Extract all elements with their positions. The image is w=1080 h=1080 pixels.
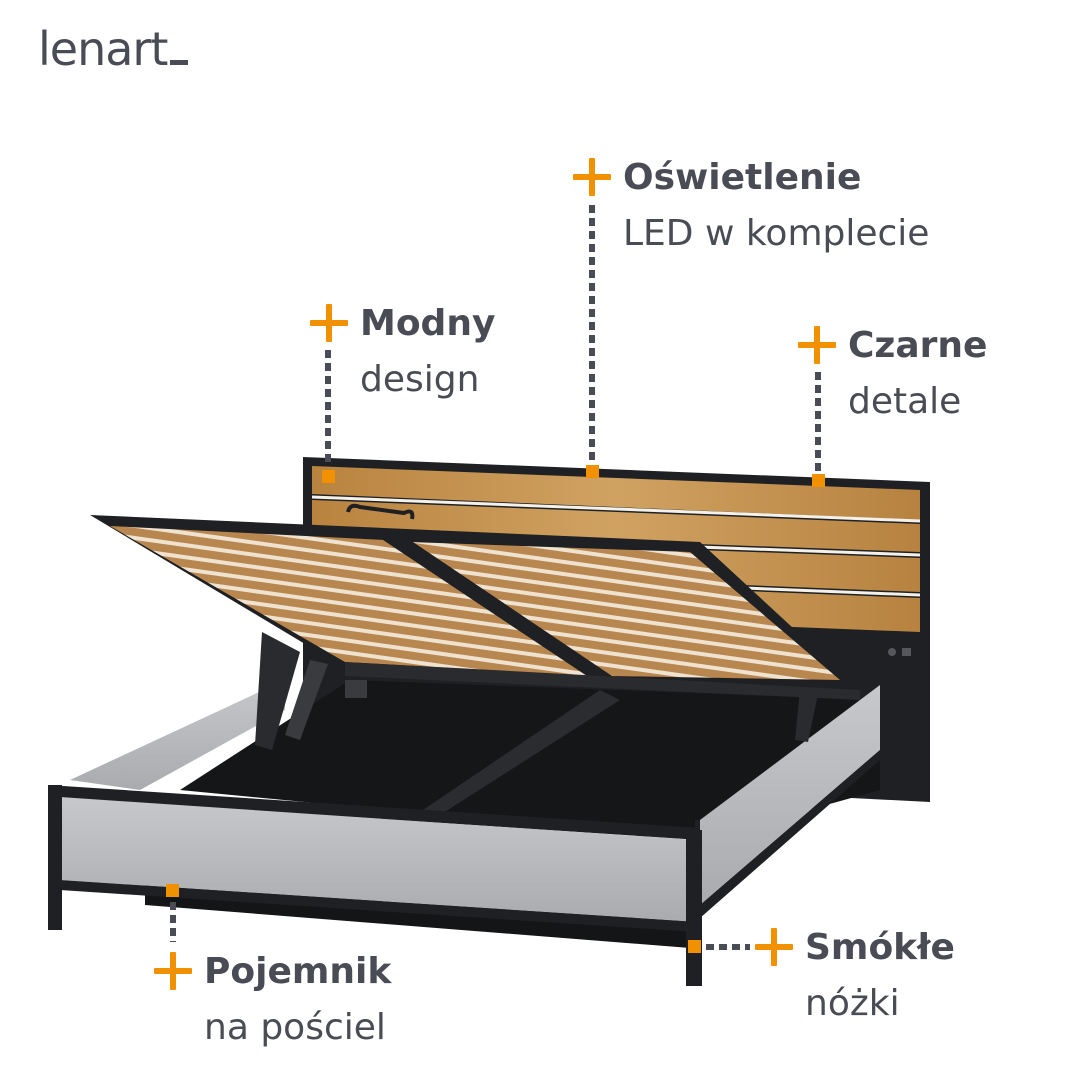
plus-icon xyxy=(573,158,611,196)
callout-line-black-details xyxy=(815,372,821,472)
feature-title: Czarne xyxy=(848,325,988,366)
feature-subtitle: design xyxy=(360,359,480,400)
callout-marker-design xyxy=(322,470,335,483)
oak-slat xyxy=(312,466,920,520)
feature-subtitle: detale xyxy=(848,381,962,422)
callout-line-design xyxy=(325,350,331,462)
plus-icon xyxy=(798,326,836,364)
plus-icon xyxy=(755,928,793,966)
leg xyxy=(48,785,62,930)
plus-icon xyxy=(154,952,192,990)
usb-port-icon xyxy=(902,648,911,656)
lifted-slatted-base xyxy=(90,515,860,750)
handle-icon xyxy=(346,503,415,520)
callout-marker-legs xyxy=(688,940,701,953)
front-rail xyxy=(48,785,700,932)
callout-line-legs xyxy=(706,944,750,950)
callout-marker-lighting xyxy=(586,465,599,478)
feature-title: Smókłe xyxy=(805,927,955,968)
callout-line-lighting xyxy=(589,205,595,465)
plus-icon xyxy=(310,304,348,342)
callout-marker-storage xyxy=(166,884,179,897)
brand-logo: lenart xyxy=(38,26,189,72)
callout-line-storage xyxy=(170,902,176,942)
feature-subtitle: nóżki xyxy=(805,983,900,1024)
feature-title: Pojemnik xyxy=(204,951,392,992)
feature-subtitle: na pościel xyxy=(204,1007,386,1048)
feature-title: Modny xyxy=(360,303,496,344)
storage-interior xyxy=(180,680,880,840)
oak-slat xyxy=(312,500,920,552)
feature-title: Oświetlenie xyxy=(623,157,862,198)
callout-marker-black-details xyxy=(812,474,825,487)
leg xyxy=(686,830,702,986)
feature-subtitle: LED w komplecie xyxy=(623,213,930,254)
led-switch-icon xyxy=(888,648,896,656)
